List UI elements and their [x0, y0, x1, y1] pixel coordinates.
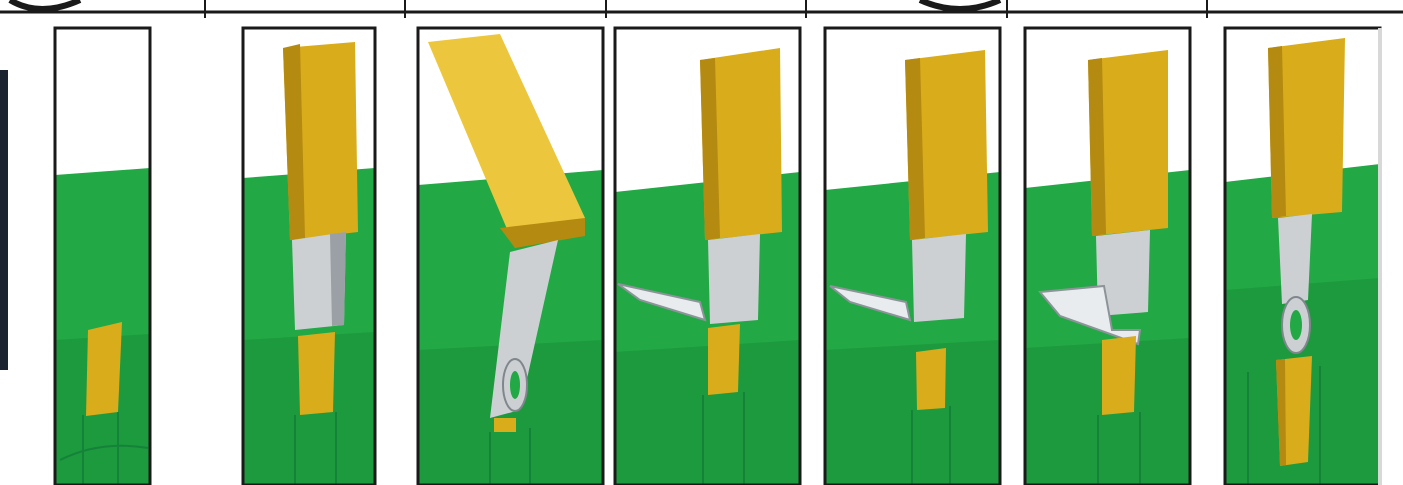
- insert-part: [86, 322, 122, 416]
- panel-1: [55, 28, 150, 485]
- panel-7: [1225, 28, 1380, 485]
- panel-6: [1025, 28, 1190, 485]
- panel-3: [418, 28, 603, 485]
- left-edge-sliver: [0, 70, 8, 370]
- top-header-strip: [0, 0, 1403, 18]
- panel-4: [615, 28, 800, 485]
- panel-5: [825, 28, 1000, 485]
- panel-2: [243, 28, 375, 485]
